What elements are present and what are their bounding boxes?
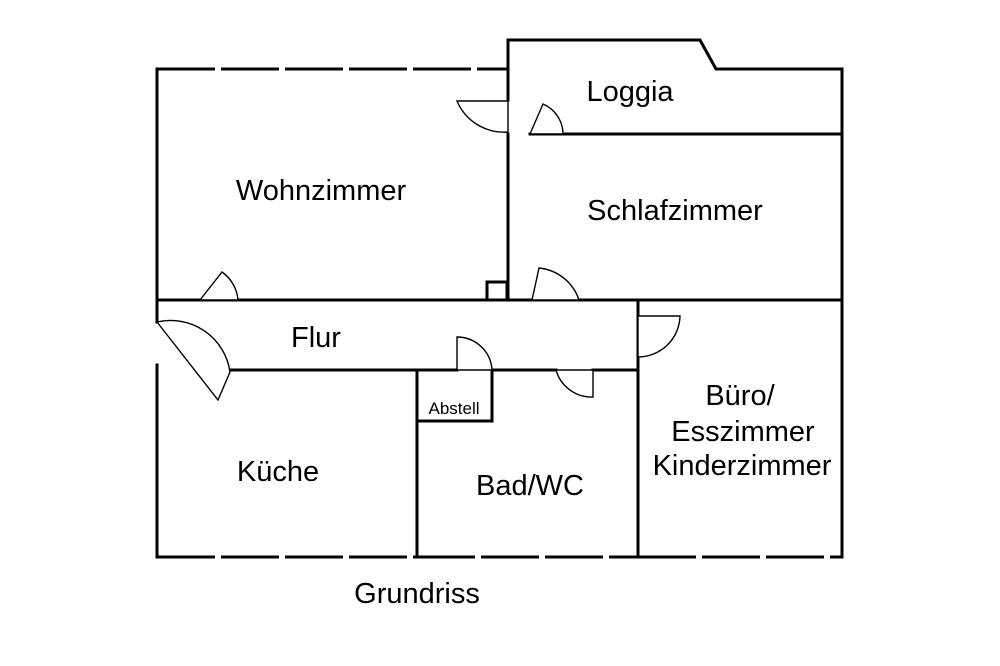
flur-label: Flur [291,322,341,354]
buero-label-line1: Büro/ [705,380,775,412]
chimney-shaft [485,280,509,302]
kueche-label: Küche [237,456,319,488]
door-schlaf-loggia [528,103,564,135]
buero-label-line2: Esszimmer [671,416,815,448]
bad-label: Bad/WC [476,470,584,502]
abstell-walls [415,368,494,423]
buero-label-line3: Kinderzimmer [653,450,832,482]
door-schlafzimmer [531,267,580,301]
door-buero [637,315,681,358]
door-bad [555,369,594,398]
door-entrance [155,319,231,402]
plan-caption: Grundriss [354,578,480,610]
abstell-label: Abstell [428,399,479,418]
door-abstell [456,336,493,371]
door-wohn-loggia [455,100,509,133]
door-wohnzimmer [198,271,239,301]
schlafzimmer-label: Schlafzimmer [587,195,763,227]
wohnzimmer-label: Wohnzimmer [236,175,407,207]
loggia-label: Loggia [586,76,674,108]
